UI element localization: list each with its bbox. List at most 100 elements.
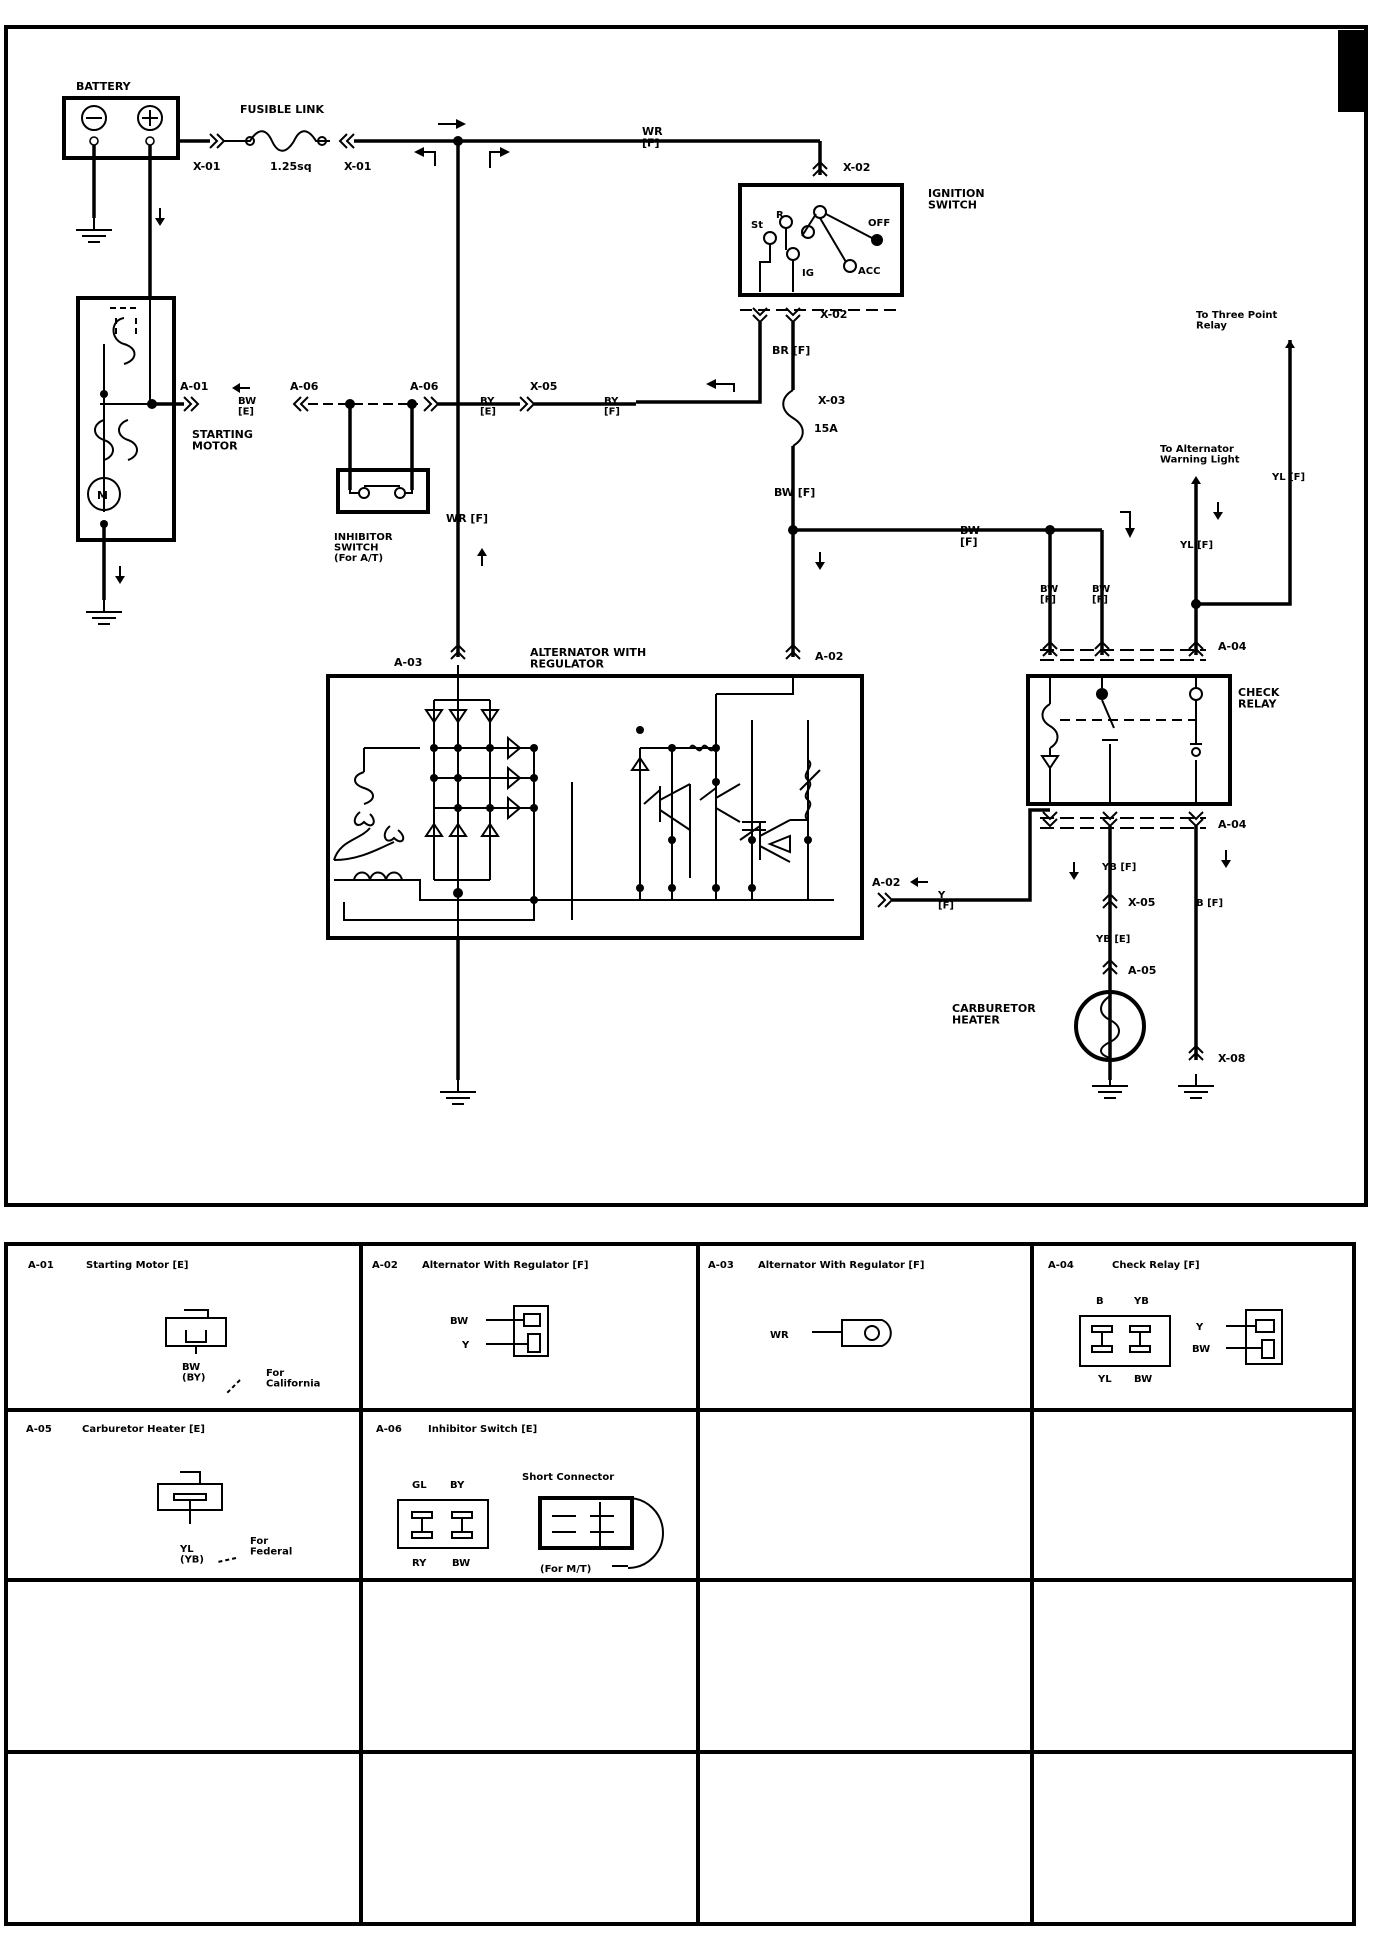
cell-a06-short-note: (For M/T) [540, 1564, 591, 1575]
fusible-link-label: FUSIBLE LINK [240, 103, 325, 116]
wire-yb-f: YB [F] [1101, 862, 1136, 873]
wire-b: B [F] [1196, 898, 1223, 909]
cell-a01-pin: BW(BY) [182, 1362, 205, 1384]
cell-a06-short-connector: Short Connector [522, 1472, 614, 1483]
alternator-with-regulator [326, 665, 864, 1090]
a03-label: A-03 [394, 656, 422, 669]
x08-label: X-08 [1218, 1052, 1245, 1065]
table-cell-a04: A-04 Check Relay [F] B YB YL BW Y BW [1048, 1260, 1283, 1385]
cell-a02-id: A-02 [372, 1260, 398, 1271]
cell-a06-pin-by: BY [450, 1480, 465, 1491]
battery-label: BATTERY [76, 80, 132, 93]
a01-label: A-01 [180, 380, 208, 393]
cell-a04-pin-bw2: BW [1192, 1344, 1210, 1355]
a06-right-label: A-06 [410, 380, 439, 393]
battery-positive-terminal [137, 105, 163, 131]
cell-a05-id: A-05 [26, 1424, 52, 1435]
wire-yb-e: YB [E] [1095, 934, 1130, 945]
ign-r-label: R [776, 210, 784, 221]
battery [62, 96, 180, 160]
ign-st-label: St [751, 220, 763, 231]
cell-a04-title: Check Relay [F] [1112, 1260, 1200, 1271]
cell-a06-pin-gl: GL [412, 1480, 427, 1491]
cell-a06-id: A-06 [376, 1424, 402, 1435]
cell-a03-id: A-03 [708, 1260, 734, 1271]
x05-bottom-label: X-05 [1128, 896, 1155, 909]
fusible-link [224, 130, 330, 152]
diagram-frame [4, 25, 1368, 1207]
wire-yl-left: YL [F] [1179, 540, 1213, 551]
wire-yl-right: YL [F] [1271, 472, 1305, 483]
cell-a04-pin-bw: BW [1134, 1374, 1152, 1385]
table-cell-a06: A-06 Inhibitor Switch [E] GL BY RY BW Sh… [376, 1424, 664, 1575]
cell-a04-pin-y: Y [1195, 1322, 1204, 1333]
corner-tab [1338, 30, 1364, 112]
motor-armature [87, 477, 121, 511]
a06-left-label: A-06 [290, 380, 319, 393]
connector-table-frame [4, 1242, 1356, 1926]
check-relay [1026, 674, 1232, 806]
wire-bw-relay2: BW[F] [1092, 584, 1110, 606]
cell-a05-pin: YL(YB) [179, 1544, 204, 1566]
cell-a02-pin-y: Y [461, 1340, 470, 1351]
table-grid [6, 1244, 1354, 1924]
carburetor-heater [1074, 990, 1146, 1062]
ign-acc-label: ACC [858, 266, 880, 277]
cell-a05-title: Carburetor Heater [E] [82, 1424, 205, 1435]
x02-bottom-label: X-02 [820, 308, 847, 321]
a02-bottom-label: A-02 [872, 876, 900, 889]
cell-a02-title: Alternator With Regulator [F] [422, 1260, 588, 1271]
wire-by-e: BY[E] [480, 396, 496, 418]
wire-bw-vertical: BW [F] [774, 486, 815, 499]
fuse-15a [782, 389, 804, 447]
ignition-switch [738, 183, 904, 297]
cell-a04-id: A-04 [1048, 1260, 1074, 1271]
ign-ig-label: IG [802, 268, 814, 279]
battery-negative-terminal [81, 105, 107, 131]
wire-br: BR [F] [772, 344, 810, 357]
a04-bottom-label: A-04 [1218, 818, 1247, 831]
cell-a06-pin-bw: BW [452, 1558, 470, 1569]
starting-motor [76, 296, 176, 542]
motor-symbol: M [97, 489, 108, 502]
fuse-15a-label: 15A [814, 422, 838, 435]
wire-y: Y[F] [937, 890, 954, 912]
fusible-link-size: 1.25sq [270, 160, 312, 173]
wire-wr-vertical: WR [F] [446, 512, 488, 525]
table-cell-a02: A-02 Alternator With Regulator [F] BW Y [372, 1260, 588, 1357]
wire-wr-top: WR[F] [642, 125, 663, 150]
ign-off-label: OFF [868, 218, 890, 229]
x01-left-label: X-01 [193, 160, 220, 173]
table-cell-a03: A-03 Alternator With Regulator [F] WR [708, 1260, 924, 1347]
cell-a06-title: Inhibitor Switch [E] [428, 1424, 537, 1435]
cell-a04-pin-yl: YL [1097, 1374, 1112, 1385]
cell-a01-title: Starting Motor [E] [86, 1260, 189, 1271]
cell-a02-pin-bw: BW [450, 1316, 468, 1327]
x02-top-label: X-02 [843, 161, 870, 174]
a05-label: A-05 [1128, 964, 1156, 977]
wire-by-f: BY[F] [604, 396, 620, 418]
a04-top-label: A-04 [1218, 640, 1247, 653]
wire-bw-e: BW[E] [238, 396, 256, 418]
wire-bw-relay1: BW[F] [1040, 584, 1058, 606]
cell-a06-pin-ry: RY [412, 1558, 427, 1569]
cell-a04-pin-b: B [1096, 1296, 1104, 1307]
cell-a01-id: A-01 [28, 1260, 54, 1271]
wire-bw-horizontal: BW[F] [960, 524, 980, 549]
inhibitor-switch [336, 404, 430, 514]
x03-label: X-03 [818, 394, 845, 407]
x01-right-label: X-01 [344, 160, 371, 173]
cell-a03-pin: WR [770, 1330, 789, 1341]
